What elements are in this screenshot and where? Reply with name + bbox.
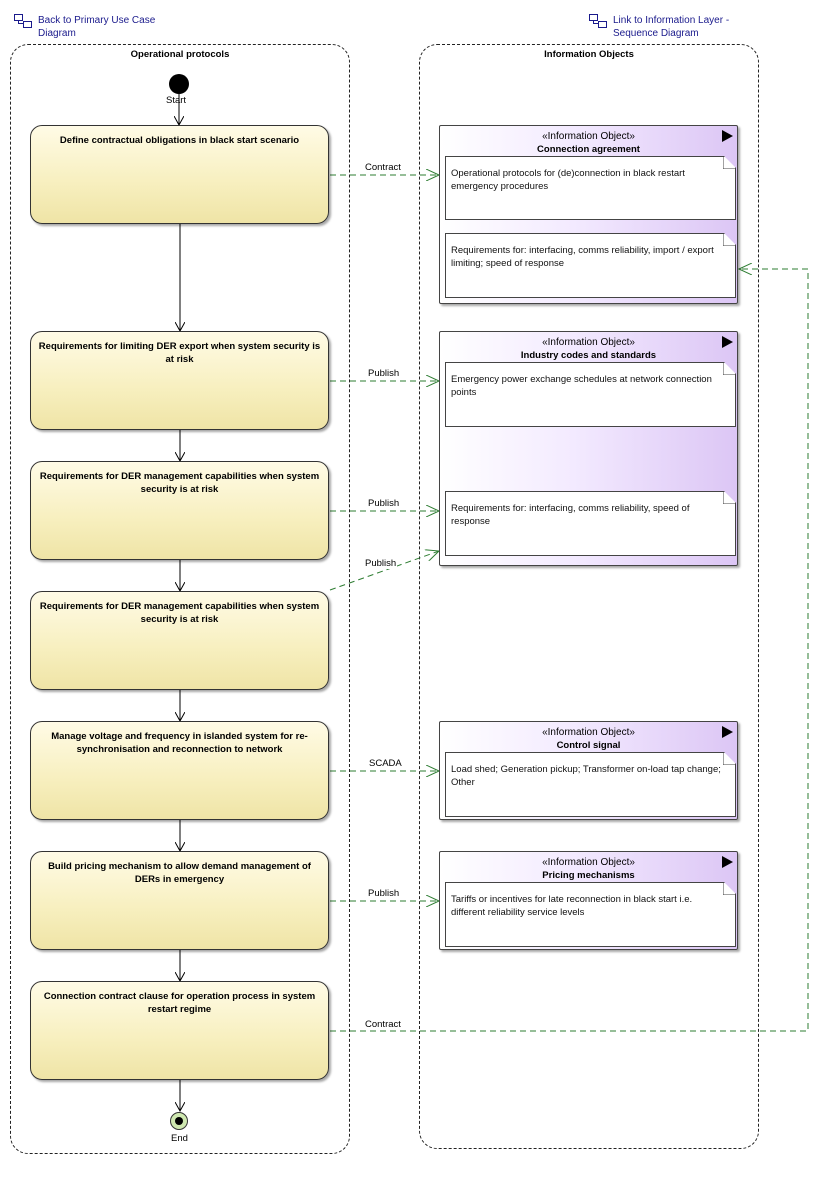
flow-label-publish: Publish [367,368,401,379]
back-to-primary-use-case-link[interactable]: Back to Primary Use Case Diagram [14,14,155,40]
partition-operational-protocols: Operational protocols [10,44,350,1154]
action-label: Requirements for DER management capabili… [39,601,320,625]
info-object-pricing-mechanisms[interactable]: «Information Object» Pricing mechanisms … [439,851,738,950]
action-limit-der-export[interactable]: Requirements for limiting DER export whe… [30,331,329,430]
flow-label-publish: Publish [364,558,398,569]
note[interactable]: Tariffs or incentives for late reconnect… [445,882,736,947]
diagram-link-icon [14,14,32,28]
flag-icon [722,130,733,142]
info-object-name: Control signal [556,740,621,751]
flow-label-contract: Contract [364,1019,402,1030]
info-object-connection-agreement[interactable]: «Information Object» Connection agreemen… [439,125,738,304]
action-connection-contract-clause[interactable]: Connection contract clause for operation… [30,981,329,1080]
info-object-name: Industry codes and standards [520,350,657,361]
end-label: End [171,1133,188,1144]
note-fold-icon [723,883,735,895]
flow-label-scada: SCADA [368,758,403,769]
note[interactable]: Requirements for: interfacing, comms rel… [445,491,736,556]
note-text: Requirements for: interfacing, comms rel… [451,503,690,527]
info-object-industry-codes-and-standards[interactable]: «Information Object» Industry codes and … [439,331,738,566]
note-text: Emergency power exchange schedules at ne… [451,374,712,398]
action-der-management-capabilities[interactable]: Requirements for DER management capabili… [30,591,329,690]
flow-label-contract: Contract [364,162,402,173]
action-label: Manage voltage and frequency in islanded… [51,731,308,755]
partition-information-objects: Information Objects [419,44,759,1149]
info-object-name: Pricing mechanisms [542,870,635,881]
note[interactable]: Emergency power exchange schedules at ne… [445,362,736,427]
note-text: Operational protocols for (de)connection… [451,168,685,192]
information-flow-contract[interactable] [330,269,809,1032]
note-fold-icon [723,363,735,375]
note-text: Load shed; Generation pickup; Transforme… [451,764,721,788]
note-text: Requirements for: interfacing, comms rel… [451,245,714,269]
action-define-contractual-obligations[interactable]: Define contractual obligations in black … [30,125,329,224]
flag-icon [722,856,733,868]
note-fold-icon [723,234,735,246]
stereotype-label: «Information Object» [542,337,635,348]
note-fold-icon [723,492,735,504]
action-label: Build pricing mechanism to allow demand … [48,861,311,885]
partition-title: Operational protocols [130,49,230,60]
action-label: Requirements for limiting DER export whe… [38,341,321,365]
stereotype-label: «Information Object» [542,857,635,868]
info-object-name: Connection agreement [537,144,640,155]
note-text: Tariffs or incentives for late reconnect… [451,894,693,918]
action-label: Connection contract clause for operation… [43,991,316,1015]
start-label: Start [166,95,187,106]
forward-link-label: Link to Information Layer - Sequence Dia… [613,15,730,39]
note-fold-icon [723,753,735,765]
flow-label-publish: Publish [367,498,401,509]
action-der-management-capabilities[interactable]: Requirements for DER management capabili… [30,461,329,560]
note[interactable]: Requirements for: interfacing, comms rel… [445,233,736,298]
partition-title: Information Objects [544,49,634,60]
action-manage-voltage-frequency[interactable]: Manage voltage and frequency in islanded… [30,721,329,820]
information-flow-publish[interactable] [329,551,439,591]
flag-icon [722,726,733,738]
diagram-link-icon [589,14,607,28]
action-label: Define contractual obligations in black … [59,135,300,146]
note[interactable]: Load shed; Generation pickup; Transforme… [445,752,736,817]
stereotype-label: «Information Object» [542,727,635,738]
action-label: Requirements for DER management capabili… [39,471,320,495]
information-layer-sequence-link[interactable]: Link to Information Layer - Sequence Dia… [589,14,729,40]
note[interactable]: Operational protocols for (de)connection… [445,156,736,220]
initial-node[interactable] [169,74,189,94]
info-object-control-signal[interactable]: «Information Object» Control signal Load… [439,721,738,820]
back-link-label: Back to Primary Use Case Diagram [38,15,156,39]
stereotype-label: «Information Object» [542,131,635,142]
action-build-pricing-mechanism[interactable]: Build pricing mechanism to allow demand … [30,851,329,950]
flow-label-publish: Publish [367,888,401,899]
final-node[interactable] [170,1112,188,1130]
note-fold-icon [723,157,735,169]
flag-icon [722,336,733,348]
